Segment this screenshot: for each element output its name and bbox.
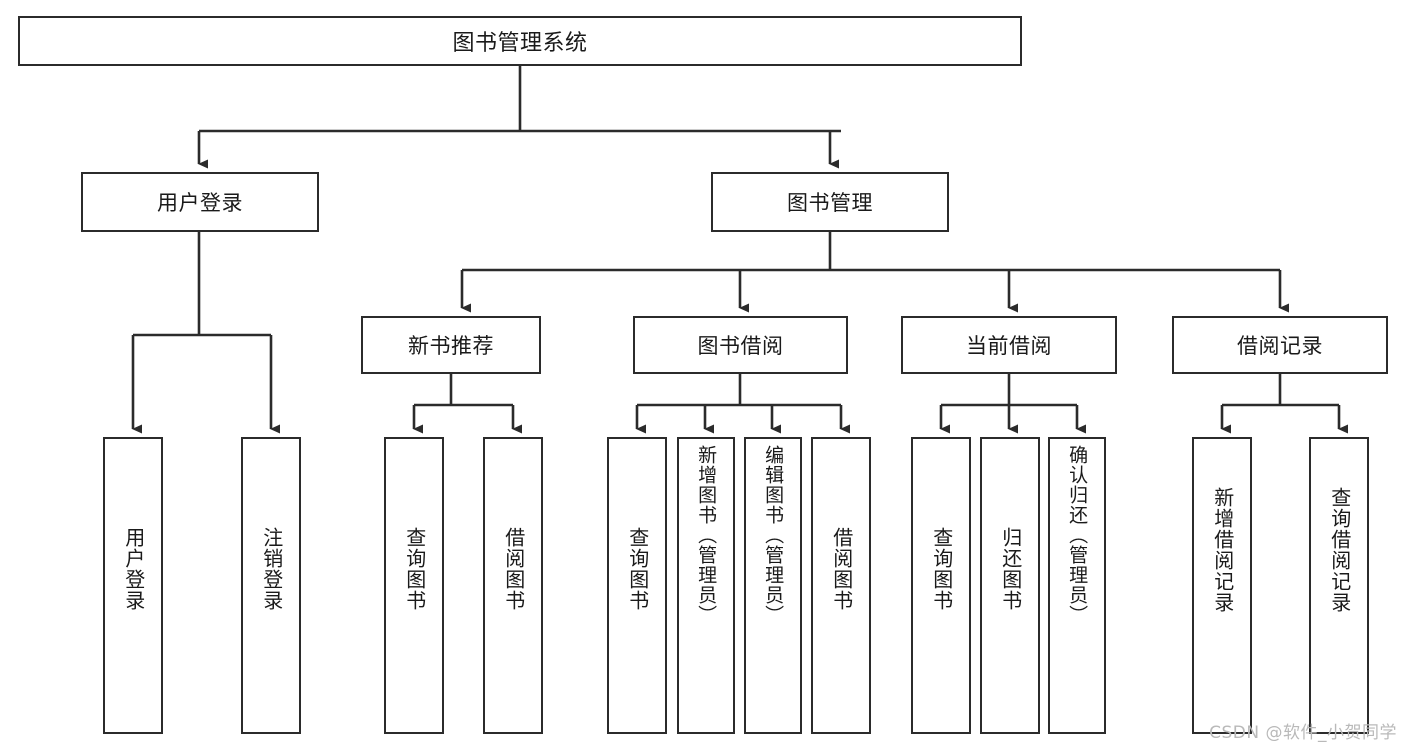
csdn-watermark: CSDN @软件_小贺同学 (1209, 723, 1397, 743)
node-user-login[interactable]: 用户登录 (81, 172, 319, 232)
leaf-query-book-current[interactable]: 查询图书 (911, 437, 971, 734)
leaf-borrow-book-recommend[interactable]: 借阅图书 (483, 437, 543, 734)
node-root-system[interactable]: 图书管理系统 (18, 16, 1022, 66)
node-current-borrow[interactable]: 当前借阅 (901, 316, 1117, 374)
node-book-management[interactable]: 图书管理 (711, 172, 949, 232)
leaf-confirm-return-admin[interactable]: 确认归还（管理员） (1048, 437, 1106, 734)
leaf-borrow-book[interactable]: 借阅图书 (811, 437, 871, 734)
leaf-query-book-recommend[interactable]: 查询图书 (384, 437, 444, 734)
leaf-return-book[interactable]: 归还图书 (980, 437, 1040, 734)
leaf-query-borrow-record[interactable]: 查询借阅记录 (1309, 437, 1369, 734)
node-borrow-record[interactable]: 借阅记录 (1172, 316, 1388, 374)
leaf-query-book-borrow[interactable]: 查询图书 (607, 437, 667, 734)
leaf-add-book-admin[interactable]: 新增图书（管理员） (677, 437, 735, 734)
leaf-edit-book-admin[interactable]: 编辑图书（管理员） (744, 437, 802, 734)
node-book-borrow[interactable]: 图书借阅 (633, 316, 848, 374)
leaf-user-login[interactable]: 用户登录 (103, 437, 163, 734)
leaf-logout[interactable]: 注销登录 (241, 437, 301, 734)
leaf-add-borrow-record[interactable]: 新增借阅记录 (1192, 437, 1252, 734)
node-new-book-recommend[interactable]: 新书推荐 (361, 316, 541, 374)
